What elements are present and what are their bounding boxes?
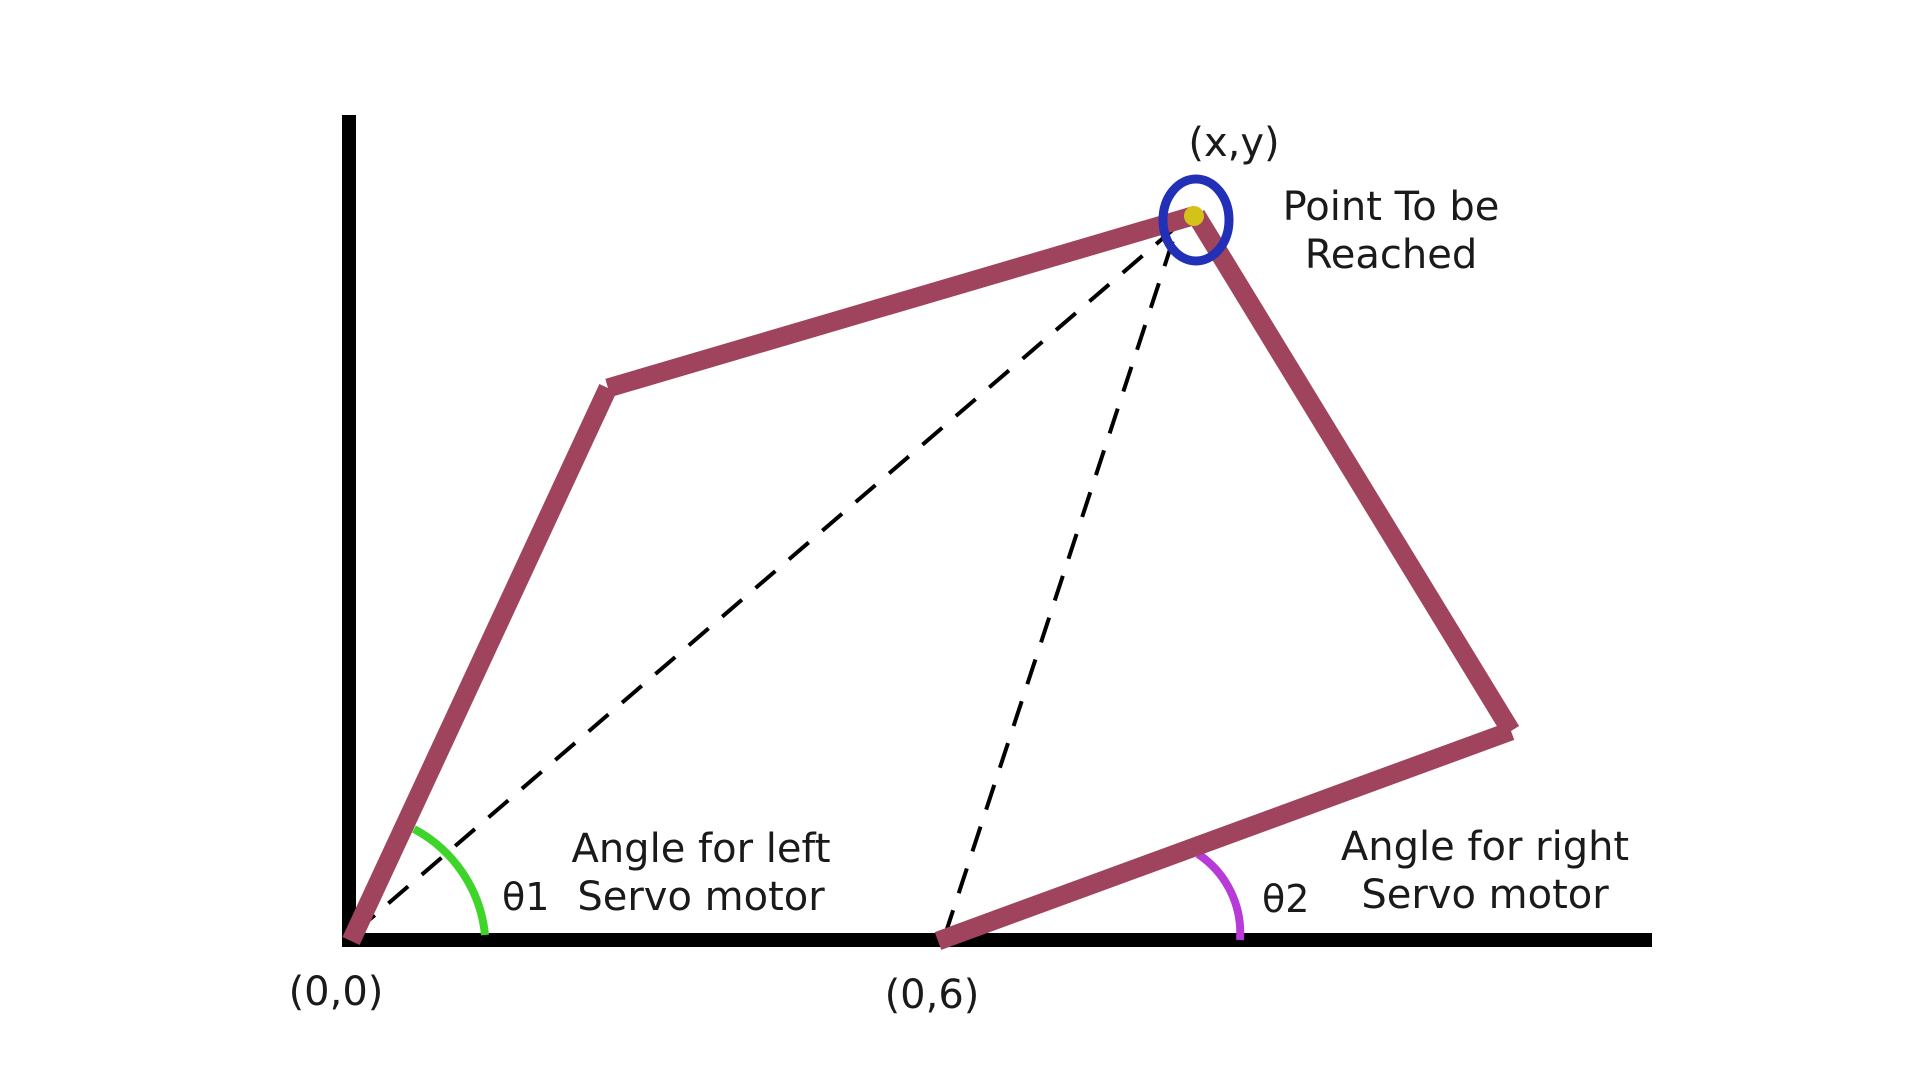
right-servo-caption-line2: Servo motor — [1361, 872, 1609, 918]
origin-left-label: (0,0) — [289, 969, 384, 1015]
target-dot — [1184, 206, 1204, 226]
theta1-label: θ1 — [502, 875, 549, 919]
arm-links — [342, 205, 1520, 950]
left-lower-link — [342, 383, 617, 946]
theta1-arc — [412, 825, 489, 936]
target-ring — [1158, 174, 1234, 266]
left-servo-caption-line1: Angle for left — [571, 826, 830, 872]
origin-right-label: (0,6) — [885, 972, 980, 1018]
target-caption-line1: Point To be — [1283, 184, 1500, 230]
dashed-line-right-to-target — [943, 224, 1180, 936]
right-upper-link — [1187, 210, 1520, 736]
theta2-arc — [1195, 850, 1245, 941]
dashed-line-left-to-target — [353, 213, 1192, 934]
right-servo-caption-line1: Angle for right — [1341, 824, 1629, 870]
left-upper-link — [605, 205, 1199, 398]
target-caption-line2: Reached — [1305, 232, 1477, 278]
left-servo-caption-line2: Servo motor — [577, 874, 825, 920]
theta2-label: θ2 — [1262, 877, 1309, 921]
right-lower-link — [934, 722, 1515, 950]
target-point-label: (x,y) — [1188, 120, 1279, 166]
